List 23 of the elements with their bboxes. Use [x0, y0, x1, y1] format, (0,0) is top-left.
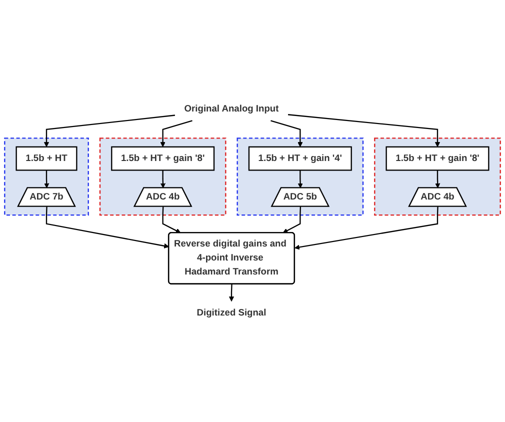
arrow: [160, 170, 166, 188]
node-box: 1.5b + HT + gain '4': [248, 146, 352, 171]
arrow: [288, 114, 440, 148]
cluster: [236, 138, 364, 216]
arrow: [44, 114, 176, 148]
node-box: 1.5b + HT + gain '8': [111, 146, 215, 171]
arrow: [282, 206, 302, 234]
node-box: 1.5b + HT: [16, 146, 78, 171]
cluster: [99, 138, 226, 216]
arrow: [270, 120, 303, 148]
arrow: [44, 170, 50, 188]
cluster: [4, 138, 89, 216]
cluster: [374, 138, 501, 216]
arrow: [294, 206, 438, 250]
arrow: [46, 206, 170, 248]
arrow: [435, 170, 440, 188]
arrow: [162, 206, 181, 234]
arrow: [298, 170, 303, 188]
arrow: [228, 284, 234, 302]
arrow: [160, 120, 192, 148]
node-text: Original Analog Input: [184, 104, 279, 114]
node-text: Digitized Signal: [196, 308, 266, 318]
node-box: 1.5b + HT + gain '8': [386, 146, 490, 171]
